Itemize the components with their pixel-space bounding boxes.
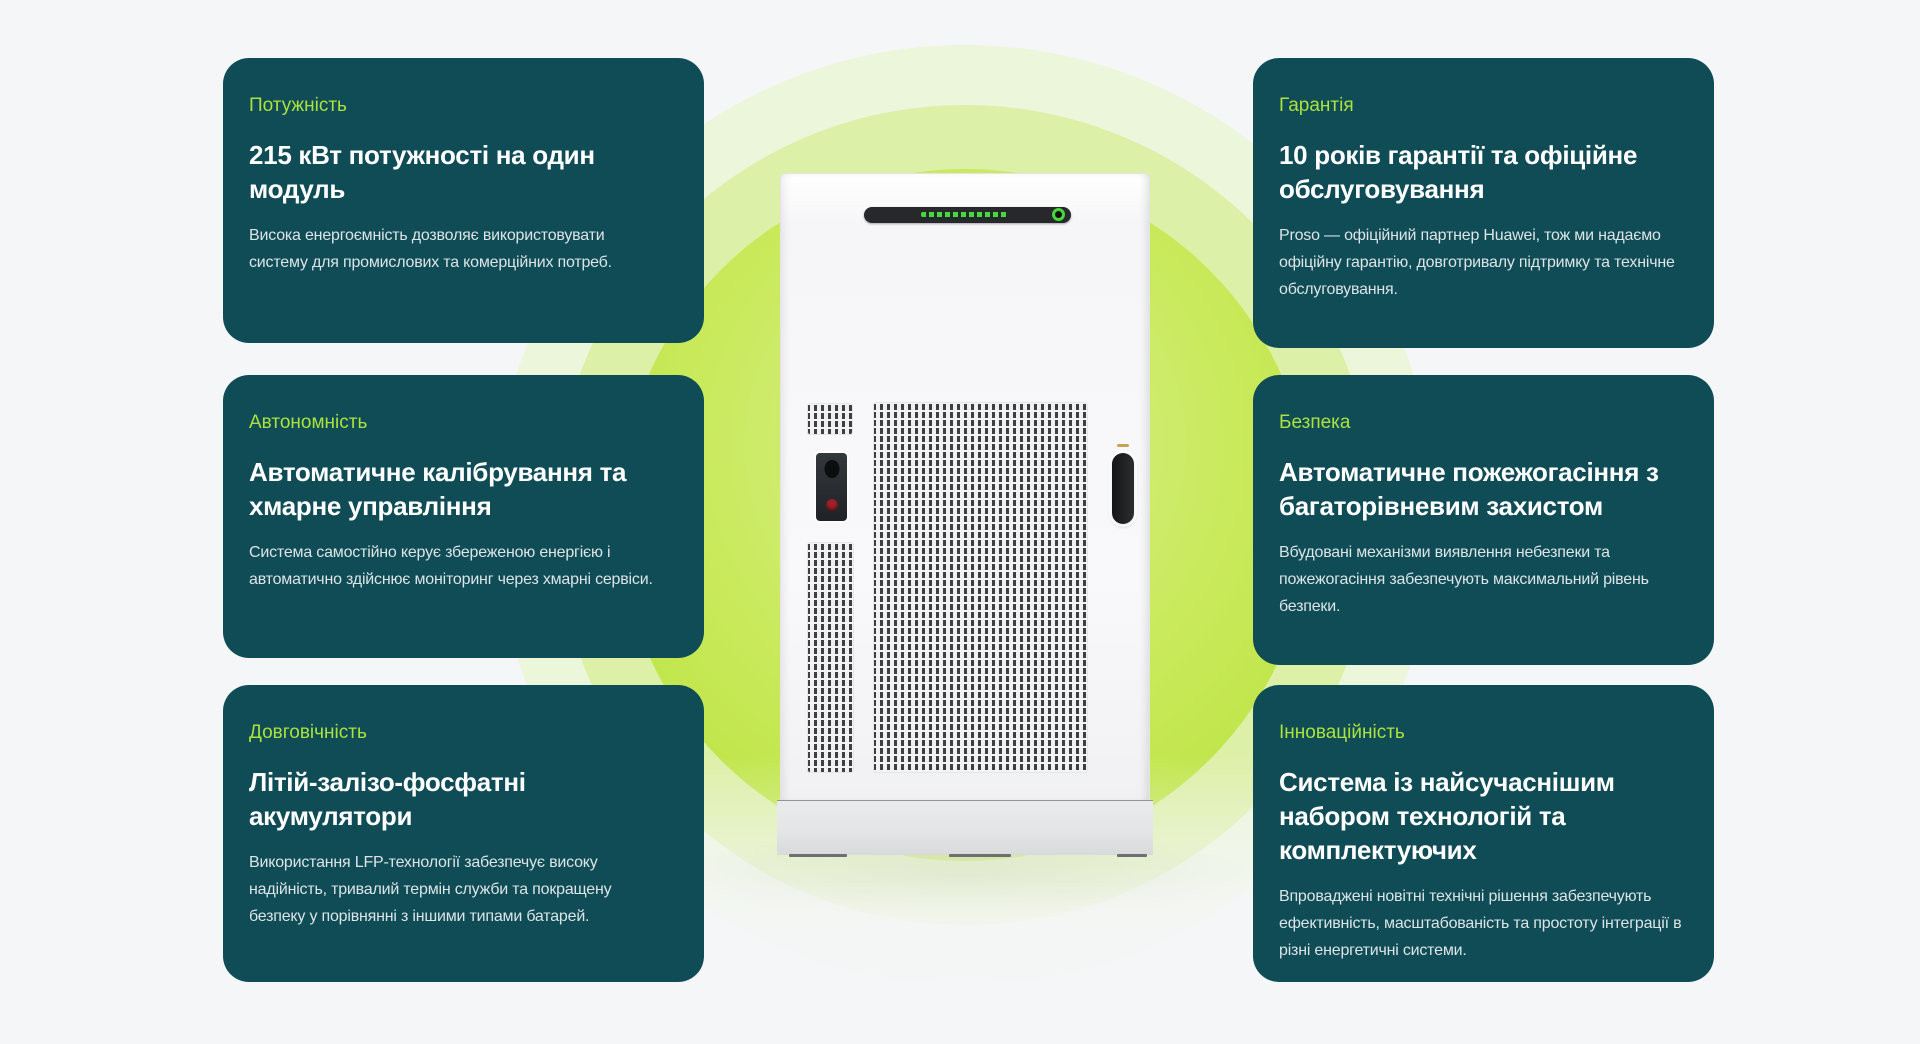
- card-body: Використання LFP-технології забезпечує в…: [249, 854, 612, 925]
- card-label: Гарантія: [1279, 95, 1354, 116]
- feature-card-autonomy: Автономність Автоматичне калібрування та…: [223, 375, 704, 658]
- card-label: Інноваційність: [1279, 722, 1405, 743]
- card-body: Впроваджені новітні технічні рішення заб…: [1279, 888, 1682, 959]
- door-lock-mark: [1117, 444, 1129, 447]
- card-body: Система самостійно керує збереженою енер…: [249, 544, 653, 588]
- card-label: Потужність: [249, 95, 347, 116]
- card-heading: 10 років гарантії та офіційне обслуговув…: [1279, 140, 1638, 204]
- emergency-switch-panel: [816, 453, 847, 521]
- card-heading: Літій-залізо-фосфатні акумулятори: [249, 767, 526, 831]
- feature-card-longevity: Довговічність Літій-залізо-фосфатні акум…: [223, 685, 704, 982]
- door-handle: [1112, 453, 1134, 524]
- switch-knob: [824, 460, 839, 478]
- cabinet-foot: [949, 854, 1011, 857]
- card-body: Вбудовані механізми виявлення небезпеки …: [1279, 544, 1649, 615]
- vent-grille-small: [807, 403, 853, 435]
- vent-grille-strip: [807, 542, 854, 773]
- feature-card-safety: Безпека Автоматичне пожежогасіння з бага…: [1253, 375, 1714, 665]
- led-charge-segments: [921, 212, 1007, 217]
- card-body: Висока енергоємність дозволяє використов…: [249, 227, 612, 271]
- led-status-bar: [864, 207, 1071, 223]
- feature-card-warranty: Гарантія 10 років гарантії та офіційне о…: [1253, 58, 1714, 348]
- card-heading: 215 кВт потужності на один модуль: [249, 140, 595, 204]
- card-heading: Автоматичне калібрування та хмарне управ…: [249, 457, 627, 521]
- cabinet-foot: [1117, 854, 1147, 857]
- feature-card-innovation: Інноваційність Система із найсучаснішим …: [1253, 685, 1714, 982]
- cabinet-foot: [789, 854, 847, 857]
- feature-card-power: Потужність 215 кВт потужності на один мо…: [223, 58, 704, 343]
- emergency-stop-button: [825, 499, 838, 511]
- cabinet-front-door: [780, 173, 1150, 800]
- power-indicator-light: [1052, 208, 1065, 221]
- card-label: Автономність: [249, 412, 368, 433]
- vent-grille-main: [873, 402, 1088, 773]
- battery-cabinet-image: [777, 173, 1153, 857]
- card-heading: Система із найсучаснішим набором техноло…: [1279, 767, 1615, 865]
- card-label: Безпека: [1279, 412, 1351, 433]
- card-heading: Автоматичне пожежогасіння з багаторівнев…: [1279, 457, 1659, 521]
- card-label: Довговічність: [249, 722, 367, 743]
- cabinet-base: [777, 800, 1153, 857]
- card-body: Proso — офіційний партнер Huawei, тож ми…: [1279, 227, 1675, 298]
